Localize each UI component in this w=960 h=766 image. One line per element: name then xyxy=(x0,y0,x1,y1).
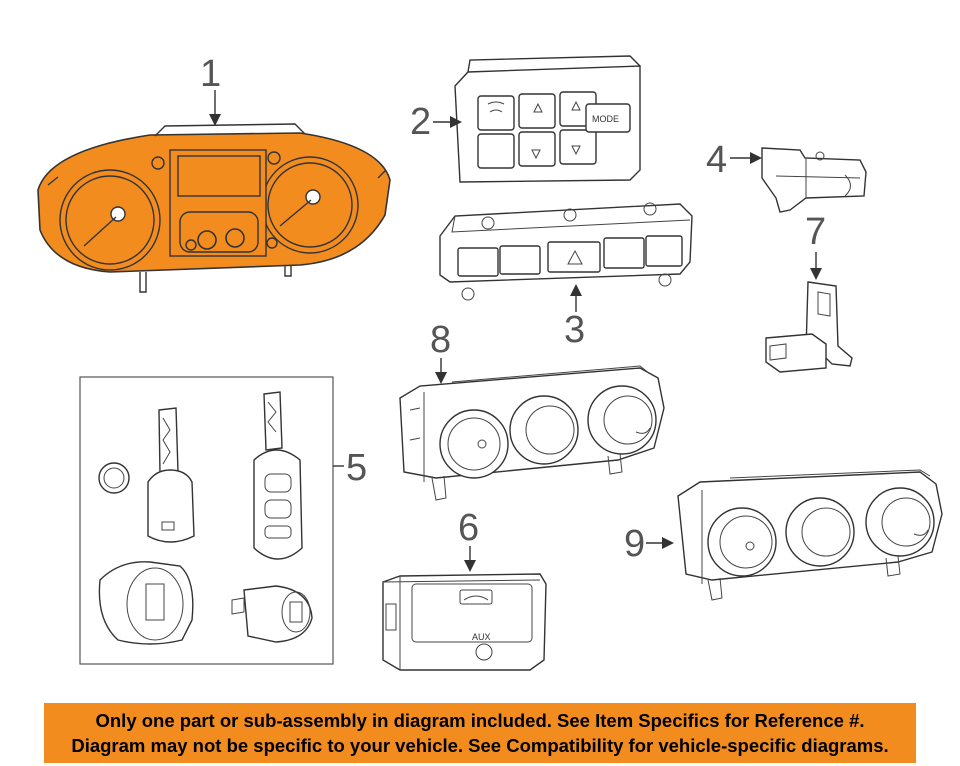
part-switch-panel: MODE xyxy=(454,55,641,183)
arrow-2 xyxy=(450,116,462,128)
callout-6: 6 xyxy=(458,507,479,549)
arrow-8 xyxy=(435,372,447,384)
callout-2: 2 xyxy=(410,101,431,143)
arrow-4 xyxy=(750,152,762,164)
arrow-6 xyxy=(464,560,476,572)
arrow-7 xyxy=(810,268,822,280)
part-connector-clip xyxy=(761,147,867,213)
callout-1: 1 xyxy=(200,53,221,95)
aux-port-label: AUX xyxy=(472,632,491,642)
callout-7: 7 xyxy=(805,211,826,253)
arrow-3 xyxy=(570,284,582,296)
callout-8: 8 xyxy=(430,319,451,361)
callout-4: 4 xyxy=(706,139,727,181)
callout-9: 9 xyxy=(624,523,645,565)
part-key-set xyxy=(79,376,334,665)
disclaimer-banner: Only one part or sub-assembly in diagram… xyxy=(44,703,916,763)
part-climate-control-upper xyxy=(399,365,665,501)
callout-3: 3 xyxy=(564,309,585,351)
part-hazard-switch-bar xyxy=(439,202,693,301)
part-switch-bracket xyxy=(765,281,853,373)
arrow-9 xyxy=(662,537,674,549)
disclaimer-line-1: Only one part or sub-assembly in diagram… xyxy=(95,710,865,731)
disclaimer-line-2: Diagram may not be specific to your vehi… xyxy=(71,735,889,756)
part-instrument-cluster xyxy=(37,123,391,293)
mode-button-label: MODE xyxy=(592,114,619,124)
callout-5: 5 xyxy=(346,447,367,489)
part-aux-module: AUX xyxy=(382,573,547,671)
arrow-1 xyxy=(209,114,221,126)
part-climate-control-lower xyxy=(677,469,943,601)
parts-diagram: 1 MODE 2 3 xyxy=(37,53,943,671)
